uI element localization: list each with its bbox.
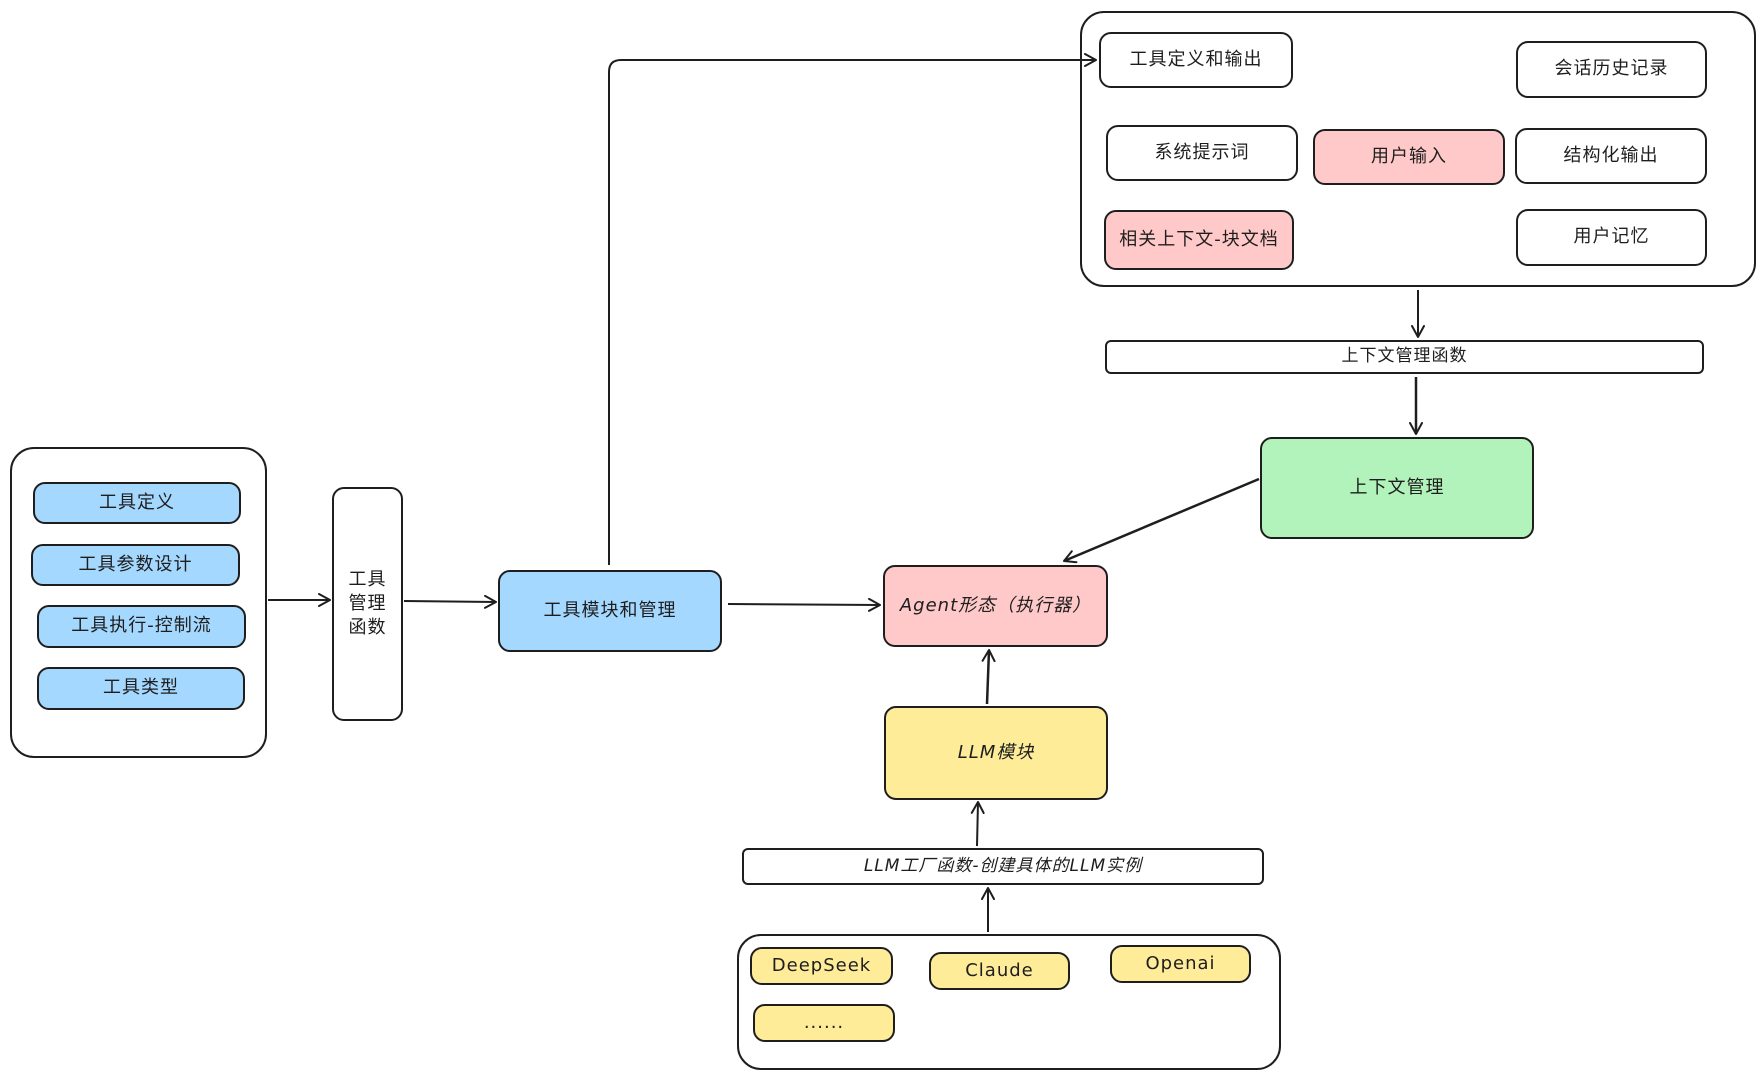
session-history-node: 会话历史记录 xyxy=(1516,41,1707,98)
providers-container xyxy=(737,934,1281,1070)
tool-group-container xyxy=(10,447,267,758)
tool-item-params: 工具参数设计 xyxy=(31,544,240,586)
structured-output-node: 结构化输出 xyxy=(1515,128,1707,184)
provider-openai: Openai xyxy=(1110,945,1251,983)
llm-factory-function: LLM工厂函数-创建具体的LLM实例 xyxy=(742,848,1264,885)
related-context-node: 相关上下文-块文档 xyxy=(1104,210,1294,270)
provider-more: ...... xyxy=(753,1004,895,1042)
system-prompt-node: 系统提示词 xyxy=(1106,125,1298,181)
tool-item-definition: 工具定义 xyxy=(33,482,241,524)
arrow-module-to-tooldef xyxy=(608,53,1097,565)
user-memory-node: 用户记忆 xyxy=(1516,209,1707,266)
context-management-node: 上下文管理 xyxy=(1260,437,1534,539)
agent-node: Agent形态（执行器） xyxy=(883,565,1108,647)
context-manager-function: 上下文管理函数 xyxy=(1105,340,1704,374)
arrow-factory-to-llm xyxy=(970,801,985,847)
tool-def-output-node: 工具定义和输出 xyxy=(1099,32,1293,88)
provider-deepseek: DeepSeek xyxy=(750,947,893,985)
tool-item-types: 工具类型 xyxy=(37,667,245,710)
arrow-llm-to-agent xyxy=(981,649,996,705)
user-input-node: 用户输入 xyxy=(1313,129,1505,185)
provider-claude: Claude xyxy=(929,952,1070,990)
arrow-contextmgmt-to-agent xyxy=(1063,477,1260,564)
tool-module-node: 工具模块和管理 xyxy=(498,570,722,652)
tool-item-execution: 工具执行-控制流 xyxy=(37,605,246,648)
arrow-module-to-agent xyxy=(727,597,881,612)
tool-manager-function: 工具 管理 函数 xyxy=(332,487,403,721)
llm-module-node: LLM模块 xyxy=(884,706,1108,800)
arrow-manager-to-module xyxy=(403,594,497,609)
